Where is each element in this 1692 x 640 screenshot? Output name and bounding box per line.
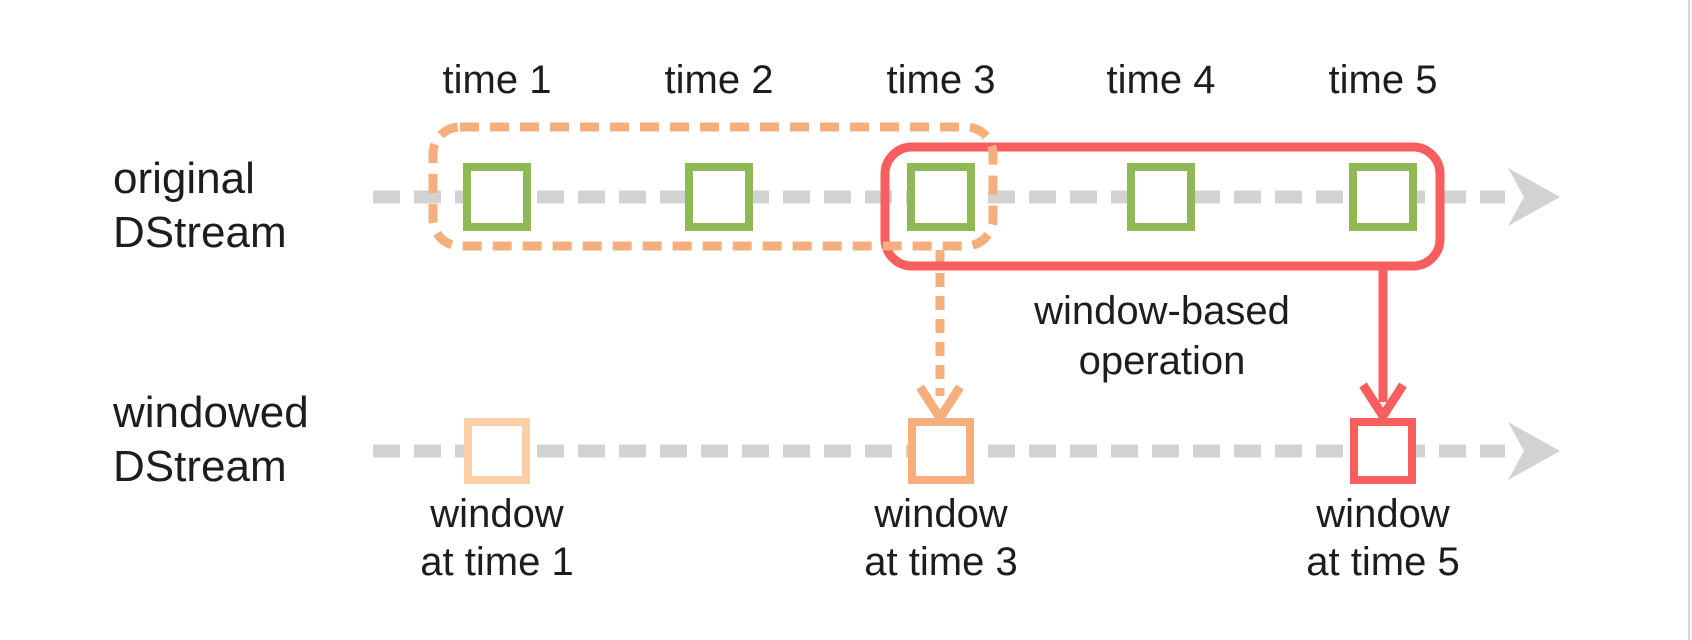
window-at-time-3-label: window at time 3 [864,490,1017,586]
window-at-time-1-label: window at time 1 [420,490,573,586]
windowed-dstream-label-line2: DStream [113,442,287,491]
time-label-4: time 4 [1106,58,1216,102]
window-square-time-1 [464,418,530,484]
window-at-time-5-line1: window [1316,492,1450,536]
windowed-timeline-arrowhead-icon [1508,422,1560,480]
window-at-time-1-line1: window [430,492,564,536]
rdd-square-time-1 [463,163,531,231]
time-label-2: time 2 [664,58,774,102]
original-dstream-label-line1: original [113,154,255,203]
window-square-time-3 [908,418,974,484]
operation-label-line2: operation [1078,339,1246,383]
time-label-3: time 3 [886,58,996,102]
screenshot-right-edge-line [1688,0,1690,640]
operation-label-line1: window-based [1034,289,1290,333]
window-at-time-5-line2: at time 5 [1306,540,1460,584]
original-dstream-label: original DStream [113,152,287,260]
window-at-time-3-line2: at time 3 [864,540,1018,584]
original-dstream-label-line2: DStream [113,208,287,257]
window-frame-time-1-to-3 [428,122,998,251]
window-frame-time-3-to-5 [880,142,1445,271]
window5-operation-arrowhead-icon [1359,382,1407,425]
window-square-time-5 [1350,418,1416,484]
time-label-1: time 1 [442,58,552,102]
rdd-square-time-2 [685,163,753,231]
rdd-square-time-5 [1349,163,1417,231]
window3-operation-arrowhead-icon [916,384,964,427]
window-at-time-5-label: window at time 5 [1306,490,1459,586]
operation-label: window-based operation [1034,286,1290,386]
windowed-dstream-label-line1: windowed [113,388,309,437]
time-label-5: time 5 [1328,58,1438,102]
original-timeline-arrowhead-icon [1508,168,1560,226]
rdd-square-time-4 [1127,163,1195,231]
window-at-time-1-line2: at time 1 [420,540,574,584]
rdd-square-time-3 [907,163,975,231]
window-at-time-3-line1: window [874,492,1008,536]
windowed-dstream-label: windowed DStream [113,386,309,494]
